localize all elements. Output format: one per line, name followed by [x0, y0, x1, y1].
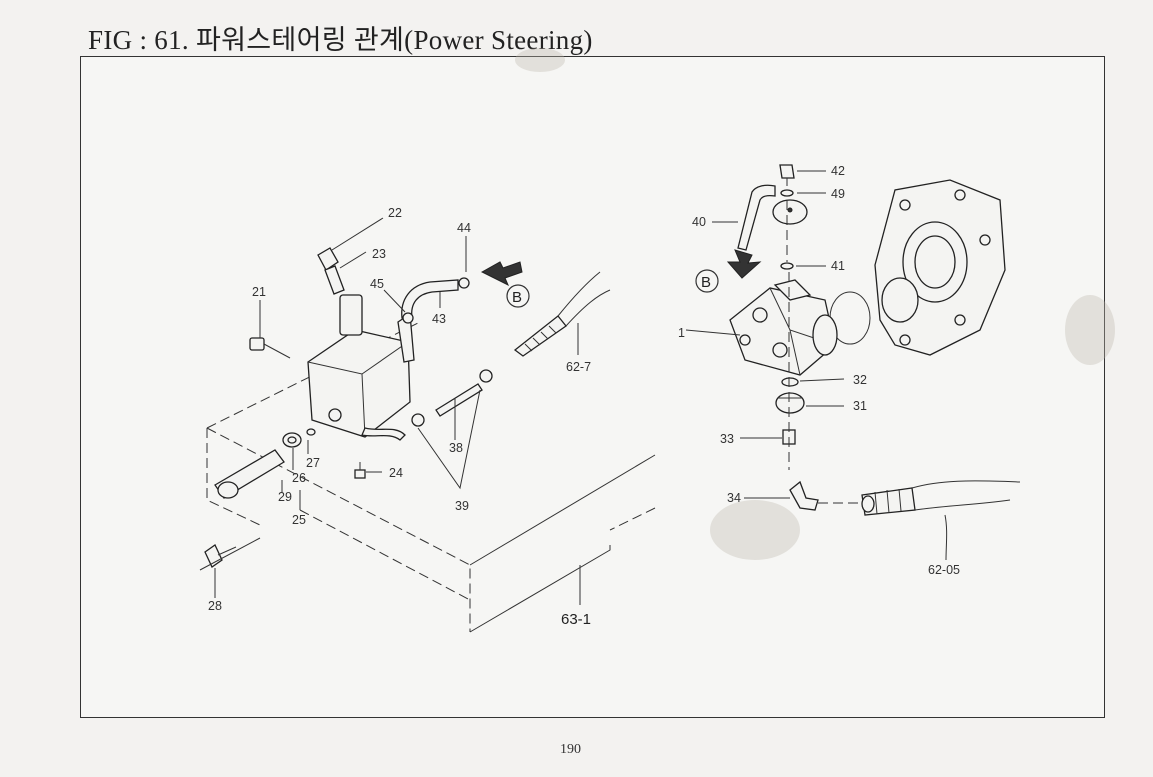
- callout-43: 43: [432, 312, 446, 326]
- hose-62-05: [861, 480, 1021, 516]
- callout-63-1: 63-1: [561, 611, 591, 628]
- view-b-label-left: B: [512, 289, 522, 306]
- callout-32: 32: [853, 373, 867, 387]
- scan-smudge: [515, 48, 565, 72]
- washer-49: [780, 189, 794, 197]
- callout-40: 40: [692, 215, 706, 229]
- scan-smudge: [1065, 295, 1115, 365]
- diagram-frame: [80, 56, 1105, 718]
- callout-62-05: 62-05: [928, 563, 960, 577]
- callout-42: 42: [831, 164, 845, 178]
- callout-22: 22: [388, 206, 402, 220]
- callout-45: 45: [370, 277, 384, 291]
- view-b-badge-left: B: [506, 284, 530, 308]
- callout-44: 44: [457, 221, 471, 235]
- callout-38: 38: [449, 441, 463, 455]
- page-number: 190: [560, 742, 581, 757]
- callout-34: 34: [727, 491, 741, 505]
- callout-21: 21: [252, 285, 266, 299]
- hose-clamps: [402, 277, 493, 427]
- oil-reservoir: [307, 294, 411, 441]
- transmission-housing: [874, 179, 1006, 356]
- gear-31: [775, 392, 805, 414]
- supply-hose: [435, 383, 483, 417]
- callout-39: 39: [455, 499, 469, 513]
- callout-41: 41: [831, 259, 845, 273]
- callout-33: 33: [720, 432, 734, 446]
- callout-25: 25: [292, 513, 306, 527]
- view-arrow-right: [726, 249, 762, 279]
- pressure-hose-62-7: [513, 271, 611, 357]
- power-steering-pump: [729, 279, 838, 376]
- callout-27: 27: [306, 456, 320, 470]
- callout-49: 49: [831, 187, 845, 201]
- callout-29: 29: [278, 490, 292, 504]
- callout-31: 31: [853, 399, 867, 413]
- bolt-28: [204, 544, 237, 568]
- washer-32: [781, 377, 799, 387]
- callout-1: 1: [678, 326, 685, 340]
- shaft-washers: [214, 428, 316, 499]
- pipe-40: [737, 184, 808, 251]
- bolt-24: [354, 462, 366, 479]
- view-arrow-left: [480, 261, 523, 287]
- view-b-label-right: B: [701, 274, 711, 291]
- figure-title: FIG : 61. 파워스테어링 관계(Power Steering): [88, 25, 593, 55]
- washer-41: [780, 262, 794, 270]
- callout-28: 28: [208, 599, 222, 613]
- view-b-badge-right: B: [695, 269, 719, 293]
- leader-lines: [199, 170, 948, 605]
- return-hose: [397, 279, 459, 363]
- mounting-bolt-21: [249, 337, 291, 359]
- callout-23: 23: [372, 247, 386, 261]
- elbow-fitting-34: [789, 480, 819, 511]
- callout-24: 24: [389, 466, 403, 480]
- scan-smudge: [710, 500, 800, 560]
- reservoir-cap: [317, 247, 345, 295]
- callout-62-7: 62-7: [566, 360, 591, 374]
- callout-26: 26: [292, 471, 306, 485]
- bolt-42: [779, 164, 795, 186]
